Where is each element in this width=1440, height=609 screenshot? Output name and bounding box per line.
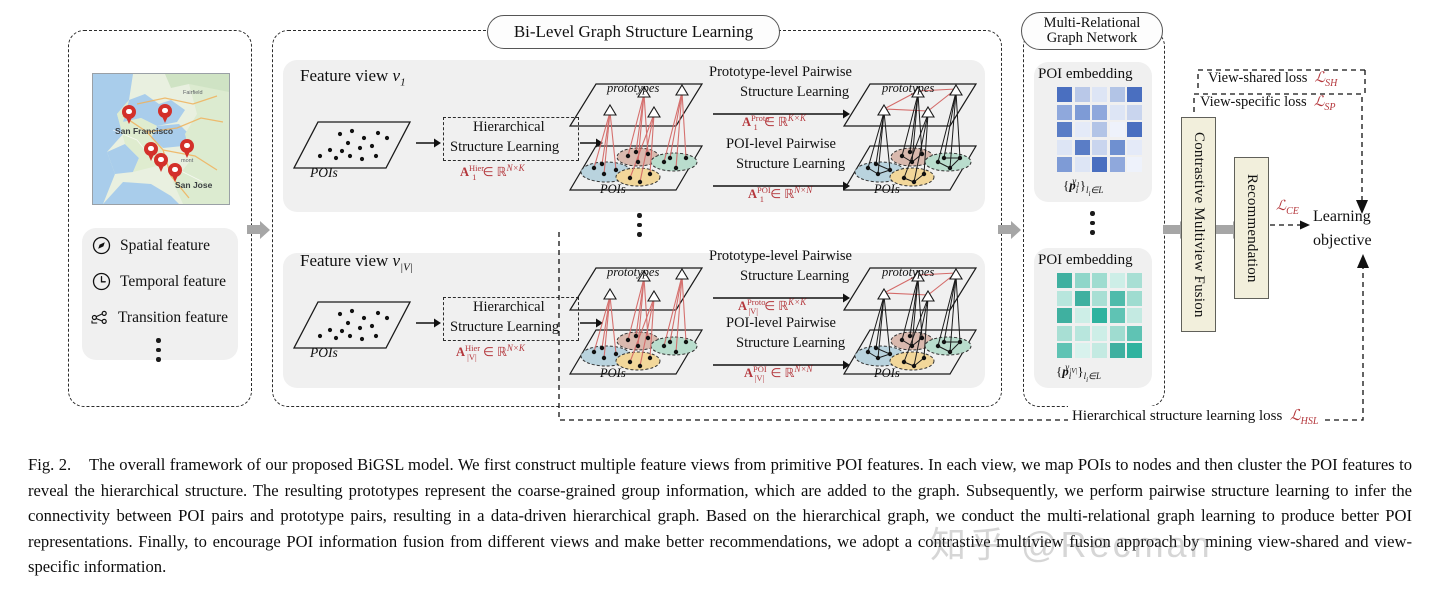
ce-loss-symbol: ℒCE: [1276, 199, 1299, 217]
view-specific-loss-text: View-specific loss: [1200, 94, 1307, 110]
legend-item-transition: Transition feature: [90, 308, 228, 327]
poi-label-view2-mid: POIs: [600, 366, 626, 380]
poi-label-view2-right: POIs: [874, 366, 900, 380]
feature-view-2-title: Feature view v|V|: [300, 251, 413, 274]
arrow-poi-to-hsl-view1: [416, 138, 441, 148]
hsl-loss-routing: [558, 232, 1369, 421]
transition-icon: [90, 308, 109, 327]
hsl-box-view1: [443, 117, 579, 161]
recommendation-label: Recommendation: [1244, 173, 1260, 283]
hsl-loss-label: Hierarchical structure learning loss ℒHS…: [1068, 406, 1323, 427]
hsl-loss-text: Hierarchical structure learning loss: [1072, 408, 1283, 424]
poi-pairwise-line1-view1: POI-level Pairwise: [726, 136, 836, 152]
hsl-line1-view2: Hierarchical: [473, 299, 545, 315]
poi-label-view1-right: POIs: [874, 182, 900, 196]
poi-pairwise-line1-view2: POI-level Pairwise: [726, 315, 836, 331]
prototypes-label-view2-left: prototypes: [607, 265, 660, 279]
poi-plane-label-view2: POIs: [310, 345, 338, 360]
proto-pairwise-line1-view1: Prototype-level Pairwise: [709, 64, 852, 80]
hierarchical-graph-view2: [568, 267, 704, 375]
learning-objective-line1: Learning: [1313, 208, 1371, 225]
poi-matrix-view1: APOI1 ∈ ℝN×N: [748, 185, 813, 204]
legend-label-temporal: Temporal feature: [120, 272, 227, 290]
feature-view-1-panel: [283, 60, 985, 212]
prototypes-label-view2-right: prototypes: [882, 265, 935, 279]
hsl-box-view2: [443, 297, 579, 341]
view-specific-loss-label: View-specific loss ℒSP: [1200, 94, 1336, 113]
mrgn-title-line2: Graph Network: [1046, 30, 1138, 46]
figure-caption: Fig. 2. The overall framework of our pro…: [28, 452, 1412, 580]
poi-embedding-notation-2: {piv|V|}li∈L: [1056, 362, 1101, 384]
hsl-matrix-view2: AHier|V| ∈ ℝN×K: [456, 343, 525, 362]
poi-plane-view2: [292, 301, 412, 349]
proto-matrix-view1: AProto1 ∈ ℝK×K: [742, 113, 806, 132]
poi-embedding-title-1: POI embedding: [1038, 66, 1133, 82]
bigsl-title-text: Bi-Level Graph Structure Learning: [513, 22, 754, 42]
hsl-matrix-view1: AHier1 ∈ ℝN×K: [460, 163, 525, 182]
hierarchical-graph-result-view2: [842, 267, 978, 375]
bigsl-title-pill: Bi-Level Graph Structure Learning: [487, 15, 780, 49]
poi-matrix-view2: APOI|V| ∈ ℝN×N: [744, 364, 813, 383]
arrow-hsl-to-cluster-view1: [580, 138, 603, 148]
arrow-recommendation-to-objective: [1270, 220, 1310, 230]
map-label-fairfield: Fairfield: [183, 90, 203, 96]
view-shared-loss-label: View-shared loss ℒSH: [1208, 70, 1338, 89]
proto-pairwise-line2-view1: Structure Learning: [740, 84, 850, 100]
caption-text: The overall framework of our proposed Bi…: [28, 455, 1412, 576]
caption-number: Fig. 2.: [28, 455, 72, 474]
embeddings-ellipsis: [1090, 211, 1095, 235]
poi-embedding-heatmap-1: [1057, 87, 1142, 172]
hsl-line2-view2: Structure Learning: [450, 319, 560, 335]
poi-map: San Francisco San Jose Fairfield mont: [92, 73, 230, 205]
poi-pairwise-line2-view1: Structure Learning: [736, 156, 846, 172]
hsl-line2-view1: Structure Learning: [450, 139, 560, 155]
feature-view-2-title-text: Feature view: [300, 251, 389, 270]
hsl-line1-view1: Hierarchical: [473, 119, 545, 135]
poi-label-view1-mid: POIs: [600, 182, 626, 196]
feature-view-1-title: Feature view v1: [300, 66, 406, 89]
proto-matrix-view2: AProto|V| ∈ ℝK×K: [738, 297, 807, 316]
mrgn-title-line1: Multi-Relational: [1043, 14, 1141, 31]
proto-pairwise-line1-view2: Prototype-level Pairwise: [709, 248, 852, 264]
map-label-san-francisco: San Francisco: [115, 126, 174, 136]
legend-item-spatial: Spatial feature: [92, 236, 210, 255]
poi-embedding-notation-1: {piv1}li∈L: [1063, 176, 1104, 198]
view-shared-loss-text: View-shared loss: [1208, 70, 1308, 86]
poi-pairwise-line2-view2: Structure Learning: [736, 335, 846, 351]
arrow-input-to-bigsl: [247, 220, 270, 239]
legend-label-transition: Transition feature: [118, 308, 229, 326]
arrow-proto-pairwise-view1: [713, 109, 850, 119]
hierarchical-graph-result-view1: [842, 83, 978, 191]
contrastive-fusion-label: Contrastive Multiview Fusion: [1191, 131, 1207, 318]
arrow-hsl-to-cluster-view2: [580, 318, 603, 328]
clock-icon: [92, 272, 111, 291]
loss-routing-lines: [1193, 69, 1368, 214]
legend-label-spatial: Spatial feature: [120, 236, 210, 254]
views-ellipsis: [637, 213, 642, 237]
prototypes-label-view1-right: prototypes: [882, 81, 935, 95]
poi-plane-label-view1: POIs: [310, 165, 338, 180]
legend-ellipsis: [156, 338, 161, 362]
hierarchical-graph-view1: [568, 83, 704, 191]
map-label-san-jose: San Jose: [175, 180, 213, 190]
figure-canvas: Bi-Level Graph Structure Learning Multi-…: [68, 12, 1372, 427]
prototypes-label-view1-left: prototypes: [607, 81, 660, 95]
poi-plane-view1: [292, 121, 412, 169]
arrow-poi-pairwise-view2: [713, 360, 850, 370]
mrgn-title-pill: Multi-Relational Graph Network: [1021, 12, 1163, 50]
proto-pairwise-line2-view2: Structure Learning: [740, 268, 850, 284]
compass-icon: [92, 236, 111, 255]
contrastive-fusion-module[interactable]: Contrastive Multiview Fusion: [1181, 117, 1216, 332]
learning-objective-line2: objective: [1313, 232, 1372, 249]
feature-view-1-title-text: Feature view: [300, 66, 389, 85]
input-features-container: [68, 30, 252, 407]
arrow-proto-pairwise-view2: [713, 293, 850, 303]
poi-embedding-title-2: POI embedding: [1038, 252, 1133, 268]
legend-item-temporal: Temporal feature: [92, 272, 226, 291]
poi-embedding-heatmap-2: [1057, 273, 1142, 358]
map-label-fremont: mont: [181, 158, 194, 164]
arrow-poi-to-hsl-view2: [416, 318, 441, 328]
arrow-bigsl-to-mrgn: [998, 220, 1021, 239]
recommendation-module[interactable]: Recommendation: [1234, 157, 1269, 299]
